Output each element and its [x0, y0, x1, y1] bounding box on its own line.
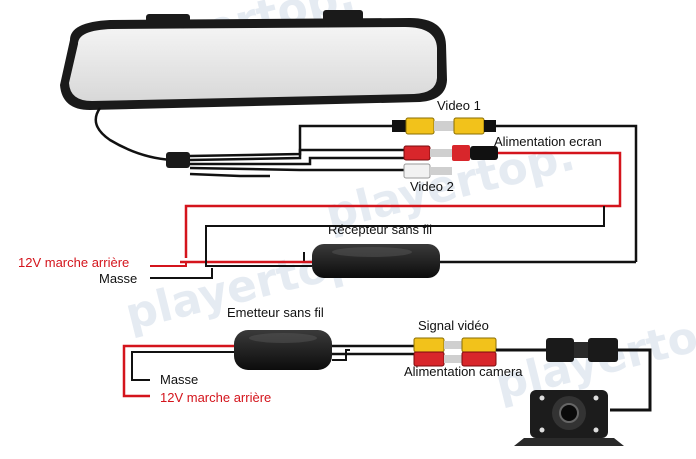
label-alimentation-camera: Alimentation camera	[404, 364, 523, 379]
label-emetteur: Emetteur sans fil	[227, 305, 324, 320]
camera-rca-connectors-icon	[413, 337, 497, 367]
receiver-ground-wire	[205, 206, 605, 267]
video2-rca-connector-icon	[403, 163, 452, 179]
bottom-12v-wire	[122, 344, 234, 398]
wireless-receiver-icon	[303, 244, 440, 278]
label-top-masse: Masse	[99, 271, 137, 286]
wireless-transmitter-icon	[234, 330, 350, 370]
label-bottom-masse: Masse	[160, 372, 198, 387]
junction-connector-icon	[166, 152, 190, 168]
label-top-12v: 12V marche arrière	[18, 255, 129, 270]
camera-lead	[610, 348, 652, 412]
screen-power-connector-icon	[403, 145, 498, 161]
label-recepteur: Récepteur sans fil	[328, 222, 432, 237]
bottom-masse-wire	[131, 351, 234, 381]
screen-power-wire	[184, 151, 622, 258]
mirror-monitor-icon	[60, 10, 447, 110]
camera-icon	[514, 390, 624, 446]
harness-wires	[189, 124, 404, 178]
camera-plug-icon	[546, 338, 618, 362]
label-bottom-12v: 12V marche arrière	[160, 390, 271, 405]
video1-wire	[496, 124, 638, 262]
label-alimentation-ecran: Alimentation ecran	[494, 134, 602, 149]
label-video2: Video 2	[410, 179, 454, 194]
label-video1: Video 1	[437, 98, 481, 113]
video1-rca-connector-icon	[392, 117, 496, 135]
top-12v-lead	[150, 262, 187, 267]
mirror-cable	[94, 107, 173, 162]
label-signal-video: Signal vidéo	[418, 318, 489, 333]
top-masse-wire	[150, 268, 213, 279]
